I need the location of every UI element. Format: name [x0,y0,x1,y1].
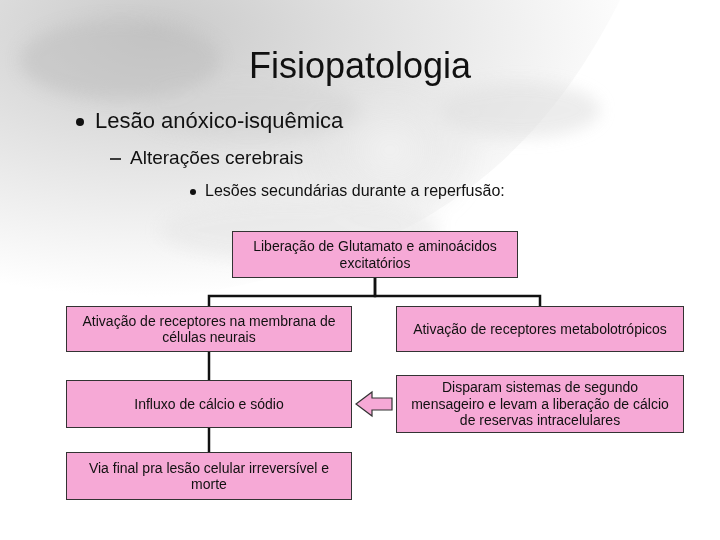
box-text: Ativação de receptores na membrana de cé… [75,313,343,346]
connector-line [208,428,211,452]
box-text: Liberação de Glutamato e aminoácidos exc… [241,238,509,271]
box-text: Influxo de cálcio e sódio [134,396,283,412]
bullet-text: Lesão anóxico-isquêmica [95,108,343,133]
process-box: Liberação de Glutamato e aminoácidos exc… [232,231,518,278]
block-arrow [356,392,392,416]
process-box: Influxo de cálcio e sódio [66,380,352,428]
sub-bullet-text: Alterações cerebrais [130,147,303,169]
process-box: Via final pra lesão celular irreversível… [66,452,352,500]
sub-sub-bullet-text: Lesões secundárias durante a reperfusão: [205,182,505,200]
process-box: Ativação de receptores na membrana de cé… [66,306,352,352]
slide-title: Fisiopatologia [0,44,720,88]
connector-line [375,278,540,306]
box-text: Via final pra lesão celular irreversível… [75,460,343,493]
process-box: Disparam sistemas de segundo mensageiro … [396,375,684,432]
bullet-dash [110,158,121,160]
box-text: Disparam sistemas de segundo mensageiro … [405,379,675,428]
bullet-dot [76,118,84,126]
box-text: Ativação de receptores metabolotrópicos [413,321,667,337]
connector-line [209,278,375,306]
process-box: Ativação de receptores metabolotrópicos [396,306,684,352]
connector-line [208,352,211,380]
bullet-dot [190,189,196,195]
